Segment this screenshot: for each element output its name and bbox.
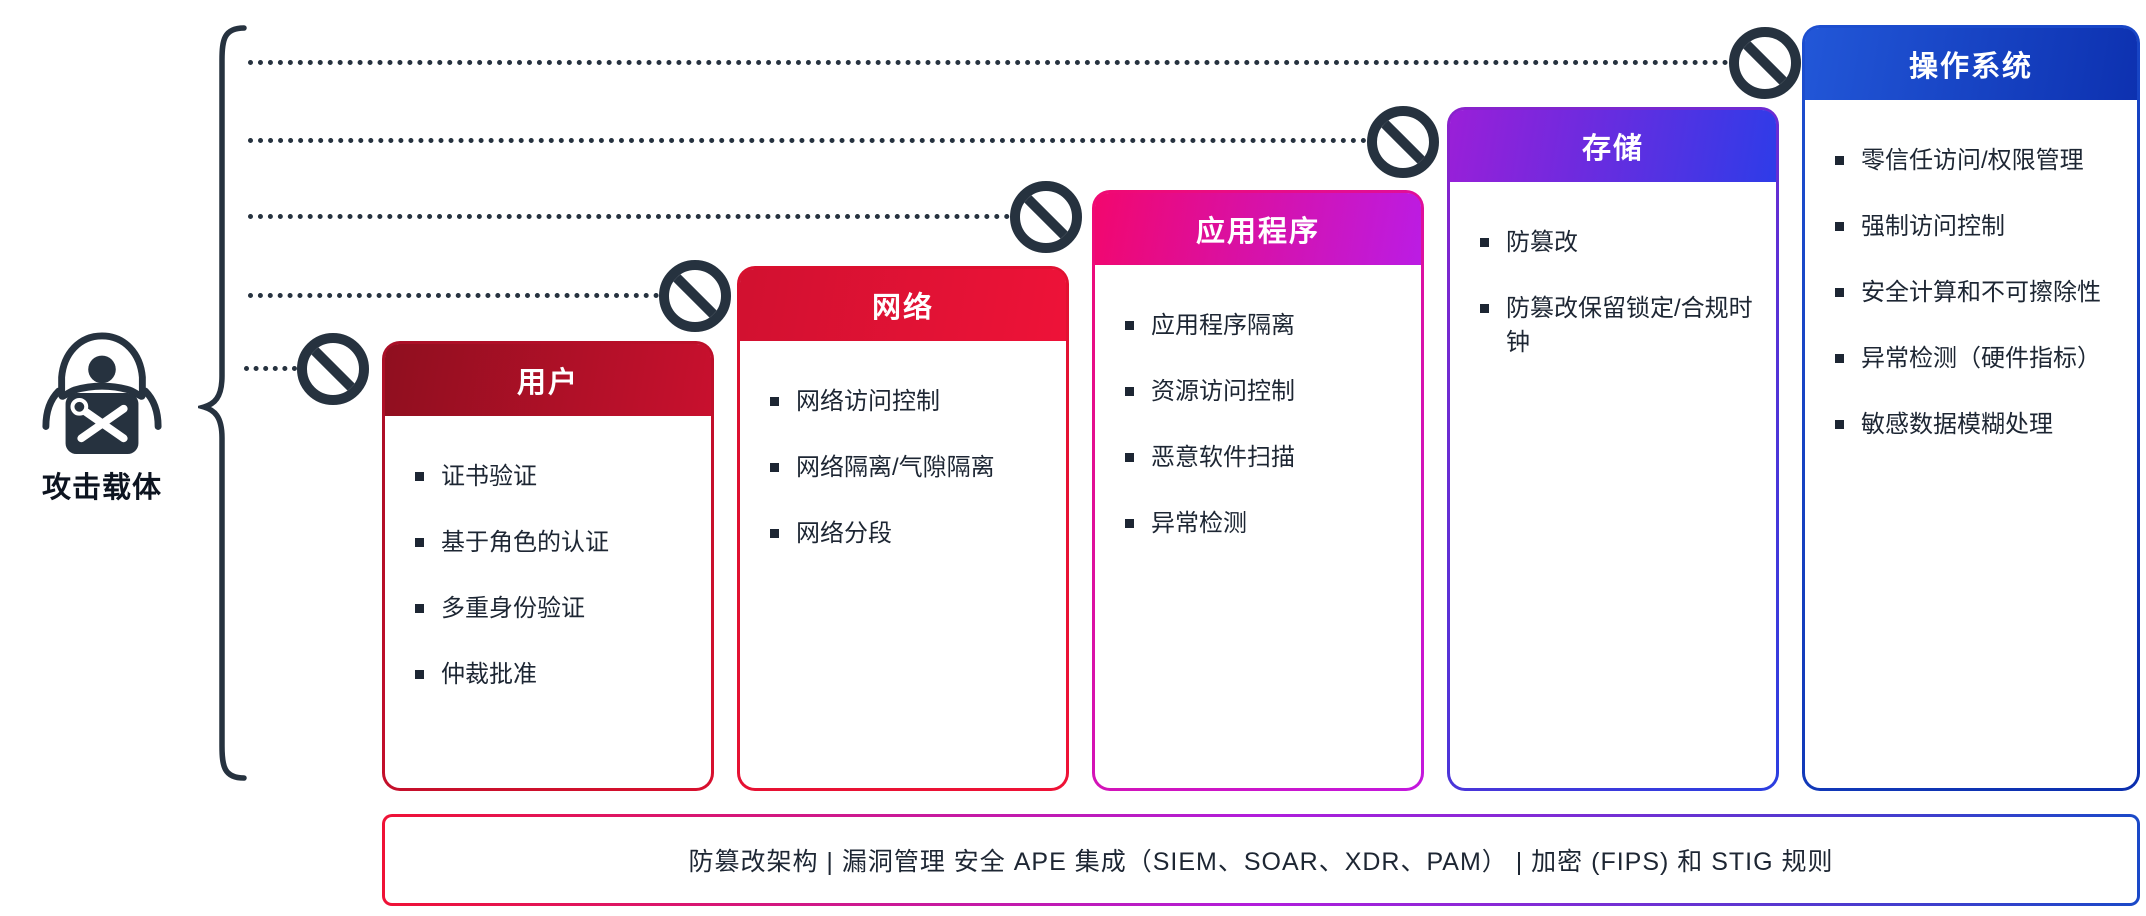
footer-banner: 防篡改架构 | 漏洞管理 安全 APE 集成（SIEM、SOAR、XDR、PAM… xyxy=(382,814,2140,906)
layer-card-network: 网络 网络访问控制 网络隔离/气隙隔离 网络分段 xyxy=(737,266,1069,791)
attacker: 攻击载体 xyxy=(22,330,182,506)
layer-card-storage-items: 防篡改 防篡改保留锁定/合规时钟 xyxy=(1450,226,1776,360)
layer-card-os-title: 操作系统 xyxy=(1908,51,2033,83)
grouping-brace xyxy=(198,25,247,781)
blocked-icon-user xyxy=(297,333,369,405)
attacker-icon xyxy=(42,332,162,455)
list-item: 仲裁批准 xyxy=(413,658,691,692)
blocked-icon-storage xyxy=(1367,106,1439,178)
layer-card-os-header: 操作系统 xyxy=(1805,28,2137,100)
layer-card-user-header: 用户 xyxy=(385,344,711,416)
layer-card-application-items: 应用程序隔离 资源访问控制 恶意软件扫描 异常检测 xyxy=(1095,309,1421,541)
list-item: 防篡改保留锁定/合规时钟 xyxy=(1478,292,1756,360)
list-item: 多重身份验证 xyxy=(413,592,691,626)
attacker-label: 攻击载体 xyxy=(41,472,162,504)
list-item: 网络隔离/气隙隔离 xyxy=(768,451,1046,485)
layer-card-storage: 存储 防篡改 防篡改保留锁定/合规时钟 xyxy=(1447,107,1779,791)
list-item: 网络分段 xyxy=(768,517,1046,551)
list-item: 异常检测 xyxy=(1123,507,1401,541)
list-item: 恶意软件扫描 xyxy=(1123,441,1401,475)
attack-path-line-5 xyxy=(244,366,297,371)
layer-card-application: 应用程序 应用程序隔离 资源访问控制 恶意软件扫描 异常检测 xyxy=(1092,190,1424,791)
layer-card-user-title: 用户 xyxy=(516,367,579,399)
list-item: 敏感数据模糊处理 xyxy=(1833,408,2117,442)
layer-card-os: 操作系统 零信任访问/权限管理 强制访问控制 安全计算和不可擦除性 异常检测（硬… xyxy=(1802,25,2140,791)
attack-path-line-1 xyxy=(248,60,1729,65)
list-item: 网络访问控制 xyxy=(768,385,1046,419)
list-item: 异常检测（硬件指标） xyxy=(1833,342,2117,376)
blocked-icon-os xyxy=(1729,27,1801,99)
layer-card-storage-title: 存储 xyxy=(1581,133,1644,165)
list-item: 证书验证 xyxy=(413,460,691,494)
footer-banner-text: 防篡改架构 | 漏洞管理 安全 APE 集成（SIEM、SOAR、XDR、PAM… xyxy=(688,848,1834,876)
layer-card-network-items: 网络访问控制 网络隔离/气隙隔离 网络分段 xyxy=(740,385,1066,551)
layer-card-storage-header: 存储 xyxy=(1450,110,1776,182)
list-item: 防篡改 xyxy=(1478,226,1756,260)
layer-card-network-title: 网络 xyxy=(871,292,934,324)
blocked-icon-network xyxy=(659,260,731,332)
list-item: 安全计算和不可擦除性 xyxy=(1833,276,2117,310)
list-item: 应用程序隔离 xyxy=(1123,309,1401,343)
layer-card-user: 用户 证书验证 基于角色的认证 多重身份验证 仲裁批准 xyxy=(382,341,714,791)
attack-path-line-2 xyxy=(248,138,1367,143)
blocked-icon-application xyxy=(1010,181,1082,253)
layer-card-application-header: 应用程序 xyxy=(1095,193,1421,265)
list-item: 资源访问控制 xyxy=(1123,375,1401,409)
list-item: 基于角色的认证 xyxy=(413,526,691,560)
layer-card-application-title: 应用程序 xyxy=(1195,216,1320,248)
attack-path-line-4 xyxy=(248,293,659,298)
layer-card-network-header: 网络 xyxy=(740,269,1066,341)
layer-card-os-items: 零信任访问/权限管理 强制访问控制 安全计算和不可擦除性 异常检测（硬件指标） … xyxy=(1805,144,2137,442)
attack-path-line-3 xyxy=(248,214,1010,219)
layer-card-user-items: 证书验证 基于角色的认证 多重身份验证 仲裁批准 xyxy=(385,460,711,692)
list-item: 强制访问控制 xyxy=(1833,210,2117,244)
list-item: 零信任访问/权限管理 xyxy=(1833,144,2117,178)
